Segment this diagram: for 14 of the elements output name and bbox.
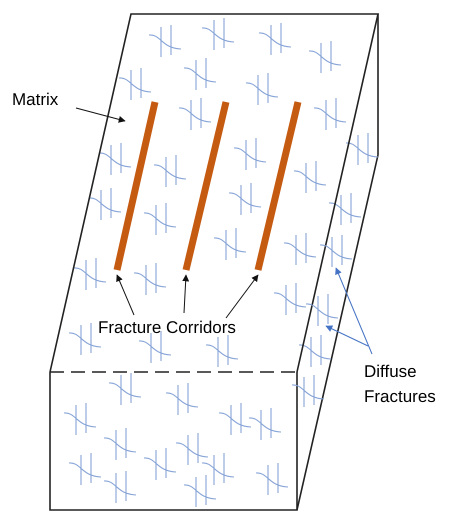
- leader-arrow: [76, 108, 126, 123]
- callout-label: Fracture Corridors: [98, 316, 268, 341]
- leader-arrow: [226, 274, 258, 318]
- fracture-corridor-bar: [182, 102, 230, 270]
- callout-label: Matrix: [12, 88, 82, 113]
- fracture-corridor-bar: [113, 102, 159, 270]
- fracture-corridor-bar: [254, 102, 302, 270]
- callout-label: Diffuse Fractures: [364, 360, 464, 410]
- leader-arrow: [335, 267, 372, 354]
- leader-arrow: [182, 274, 190, 314]
- leader-arrow: [325, 326, 368, 346]
- leader-arrow: [116, 274, 134, 316]
- fracture-icon: [319, 235, 353, 269]
- fracture-icon: [305, 294, 339, 328]
